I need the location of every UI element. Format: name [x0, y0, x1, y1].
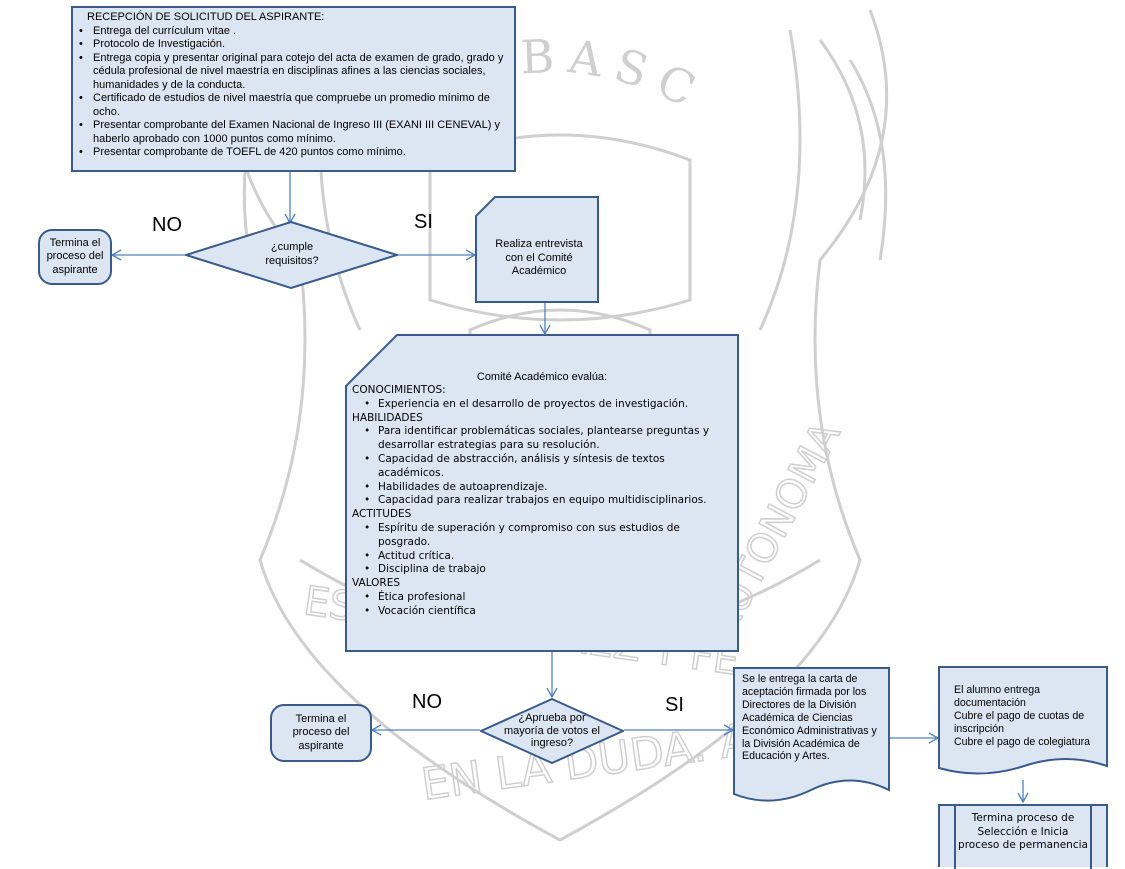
letter-document: Se le entrega la carta de aceptación fir… — [733, 667, 890, 812]
end1-terminal: Termina el proceso del aspirante — [38, 229, 112, 285]
final-process: Termina proceso de Selección e Inicia pr… — [938, 804, 1108, 869]
reception-box: RECEPCIÓN DE SOLICITUD DEL ASPIRANTE: En… — [71, 6, 516, 172]
committee-section-list: Experiencia en el desarrollo de proyecto… — [352, 398, 732, 412]
reception-list: Entrega del currículum vitae .Protocolo … — [79, 25, 508, 160]
reception-item: Certificado de estudios de nivel maestrí… — [79, 92, 508, 119]
reception-item: Entrega del currículum vitae . — [79, 25, 508, 39]
student-line-2: Cubre el pago de cuotas de inscripción — [954, 710, 1085, 735]
student-line-3: Cubre el pago de colegiatura — [954, 736, 1091, 748]
end1-text: Termina el proceso del aspirante — [46, 236, 104, 276]
committee-section-heading: VALORES — [352, 577, 401, 590]
committee-item: Capacidad de abstracción, análisis y sín… — [364, 453, 732, 481]
committee-section-list: Para identificar problemáticas sociales,… — [352, 425, 732, 508]
final-text: Termina proceso de Selección e Inicia pr… — [958, 812, 1088, 851]
committee-item: Disciplina de trabajo — [364, 563, 732, 577]
reception-item: Presentar comprobante del Examen Naciona… — [79, 119, 508, 146]
end2-text: Termina el proceso del aspirante — [292, 712, 350, 752]
final-right-bar — [1090, 806, 1092, 869]
decision2-diamond: ¿Aprueba por mayoría de votos el ingreso… — [480, 698, 624, 764]
decision1-shape — [185, 221, 398, 289]
committee-item: Habilidades de autoaprendizaje. — [364, 481, 732, 495]
committee-section-heading: ACTITUDES — [352, 508, 412, 521]
committee-section-heading: CONOCIMIENTOS: — [352, 384, 446, 396]
decision1-yes-label: SI — [414, 211, 433, 233]
committee-item: Capacidad para realizar trabajos en equi… — [364, 494, 732, 508]
committee-item: Actitud crítica. — [364, 550, 732, 564]
reception-title: RECEPCIÓN DE SOLICITUD DEL ASPIRANTE: — [87, 11, 325, 23]
committee-section-heading: HABILIDADES — [352, 411, 423, 424]
committee-item: Vocación científica — [364, 605, 732, 619]
letter-shape — [733, 667, 890, 802]
committee-item: Experiencia en el desarrollo de proyecto… — [364, 398, 732, 412]
committee-section-list: Espíritu de superación y compromiso con … — [352, 522, 732, 577]
student-text: El alumno entrega documentación Cubre el… — [954, 684, 1104, 749]
committee-item: Para identificar problemáticas sociales,… — [364, 425, 732, 453]
committee-item: Espíritu de superación y compromiso con … — [364, 522, 732, 550]
committee-title: Comité Académico evalúa: — [476, 371, 608, 383]
end2-terminal: Termina el proceso del aspirante — [270, 704, 372, 762]
decision1-text: ¿cumple requisitos? — [265, 241, 319, 267]
final-left-bar — [954, 806, 956, 869]
reception-item: Entrega copia y presentar original para … — [79, 52, 508, 93]
decision1-no-label: NO — [152, 214, 182, 236]
student-document: El alumno entrega documentación Cubre el… — [938, 666, 1108, 780]
decision2-yes-label: SI — [665, 694, 684, 716]
letter-text: Se le entrega la carta de aceptación fir… — [742, 673, 877, 763]
decision2-no-label: NO — [412, 691, 442, 713]
student-line-1: El alumno entrega documentación — [954, 684, 1040, 709]
student-shape — [938, 666, 1108, 775]
decision2-text: ¿Aprueba por mayoría de votos el ingreso… — [504, 712, 600, 749]
reception-item: Presentar comprobante de TOEFL de 420 pu… — [79, 146, 508, 160]
reception-item: Protocolo de Investigación. — [79, 38, 508, 52]
decision2-shape — [480, 698, 624, 764]
interview-shape — [475, 196, 599, 303]
committee-body: CONOCIMIENTOS: Experiencia en el desarrol… — [352, 384, 732, 619]
committee-card: Comité Académico evalúa: CONOCIMIENTOS: E… — [345, 334, 739, 652]
committee-section-list: Ética profesionalVocación científica — [352, 591, 732, 619]
committee-item: Ética profesional — [364, 591, 732, 605]
decision1-diamond: ¿cumple requisitos? — [185, 221, 398, 289]
interview-card: Realiza entrevista con el Comité Académi… — [475, 196, 599, 303]
interview-text: Realiza entrevista con el Comité Académi… — [495, 238, 583, 277]
